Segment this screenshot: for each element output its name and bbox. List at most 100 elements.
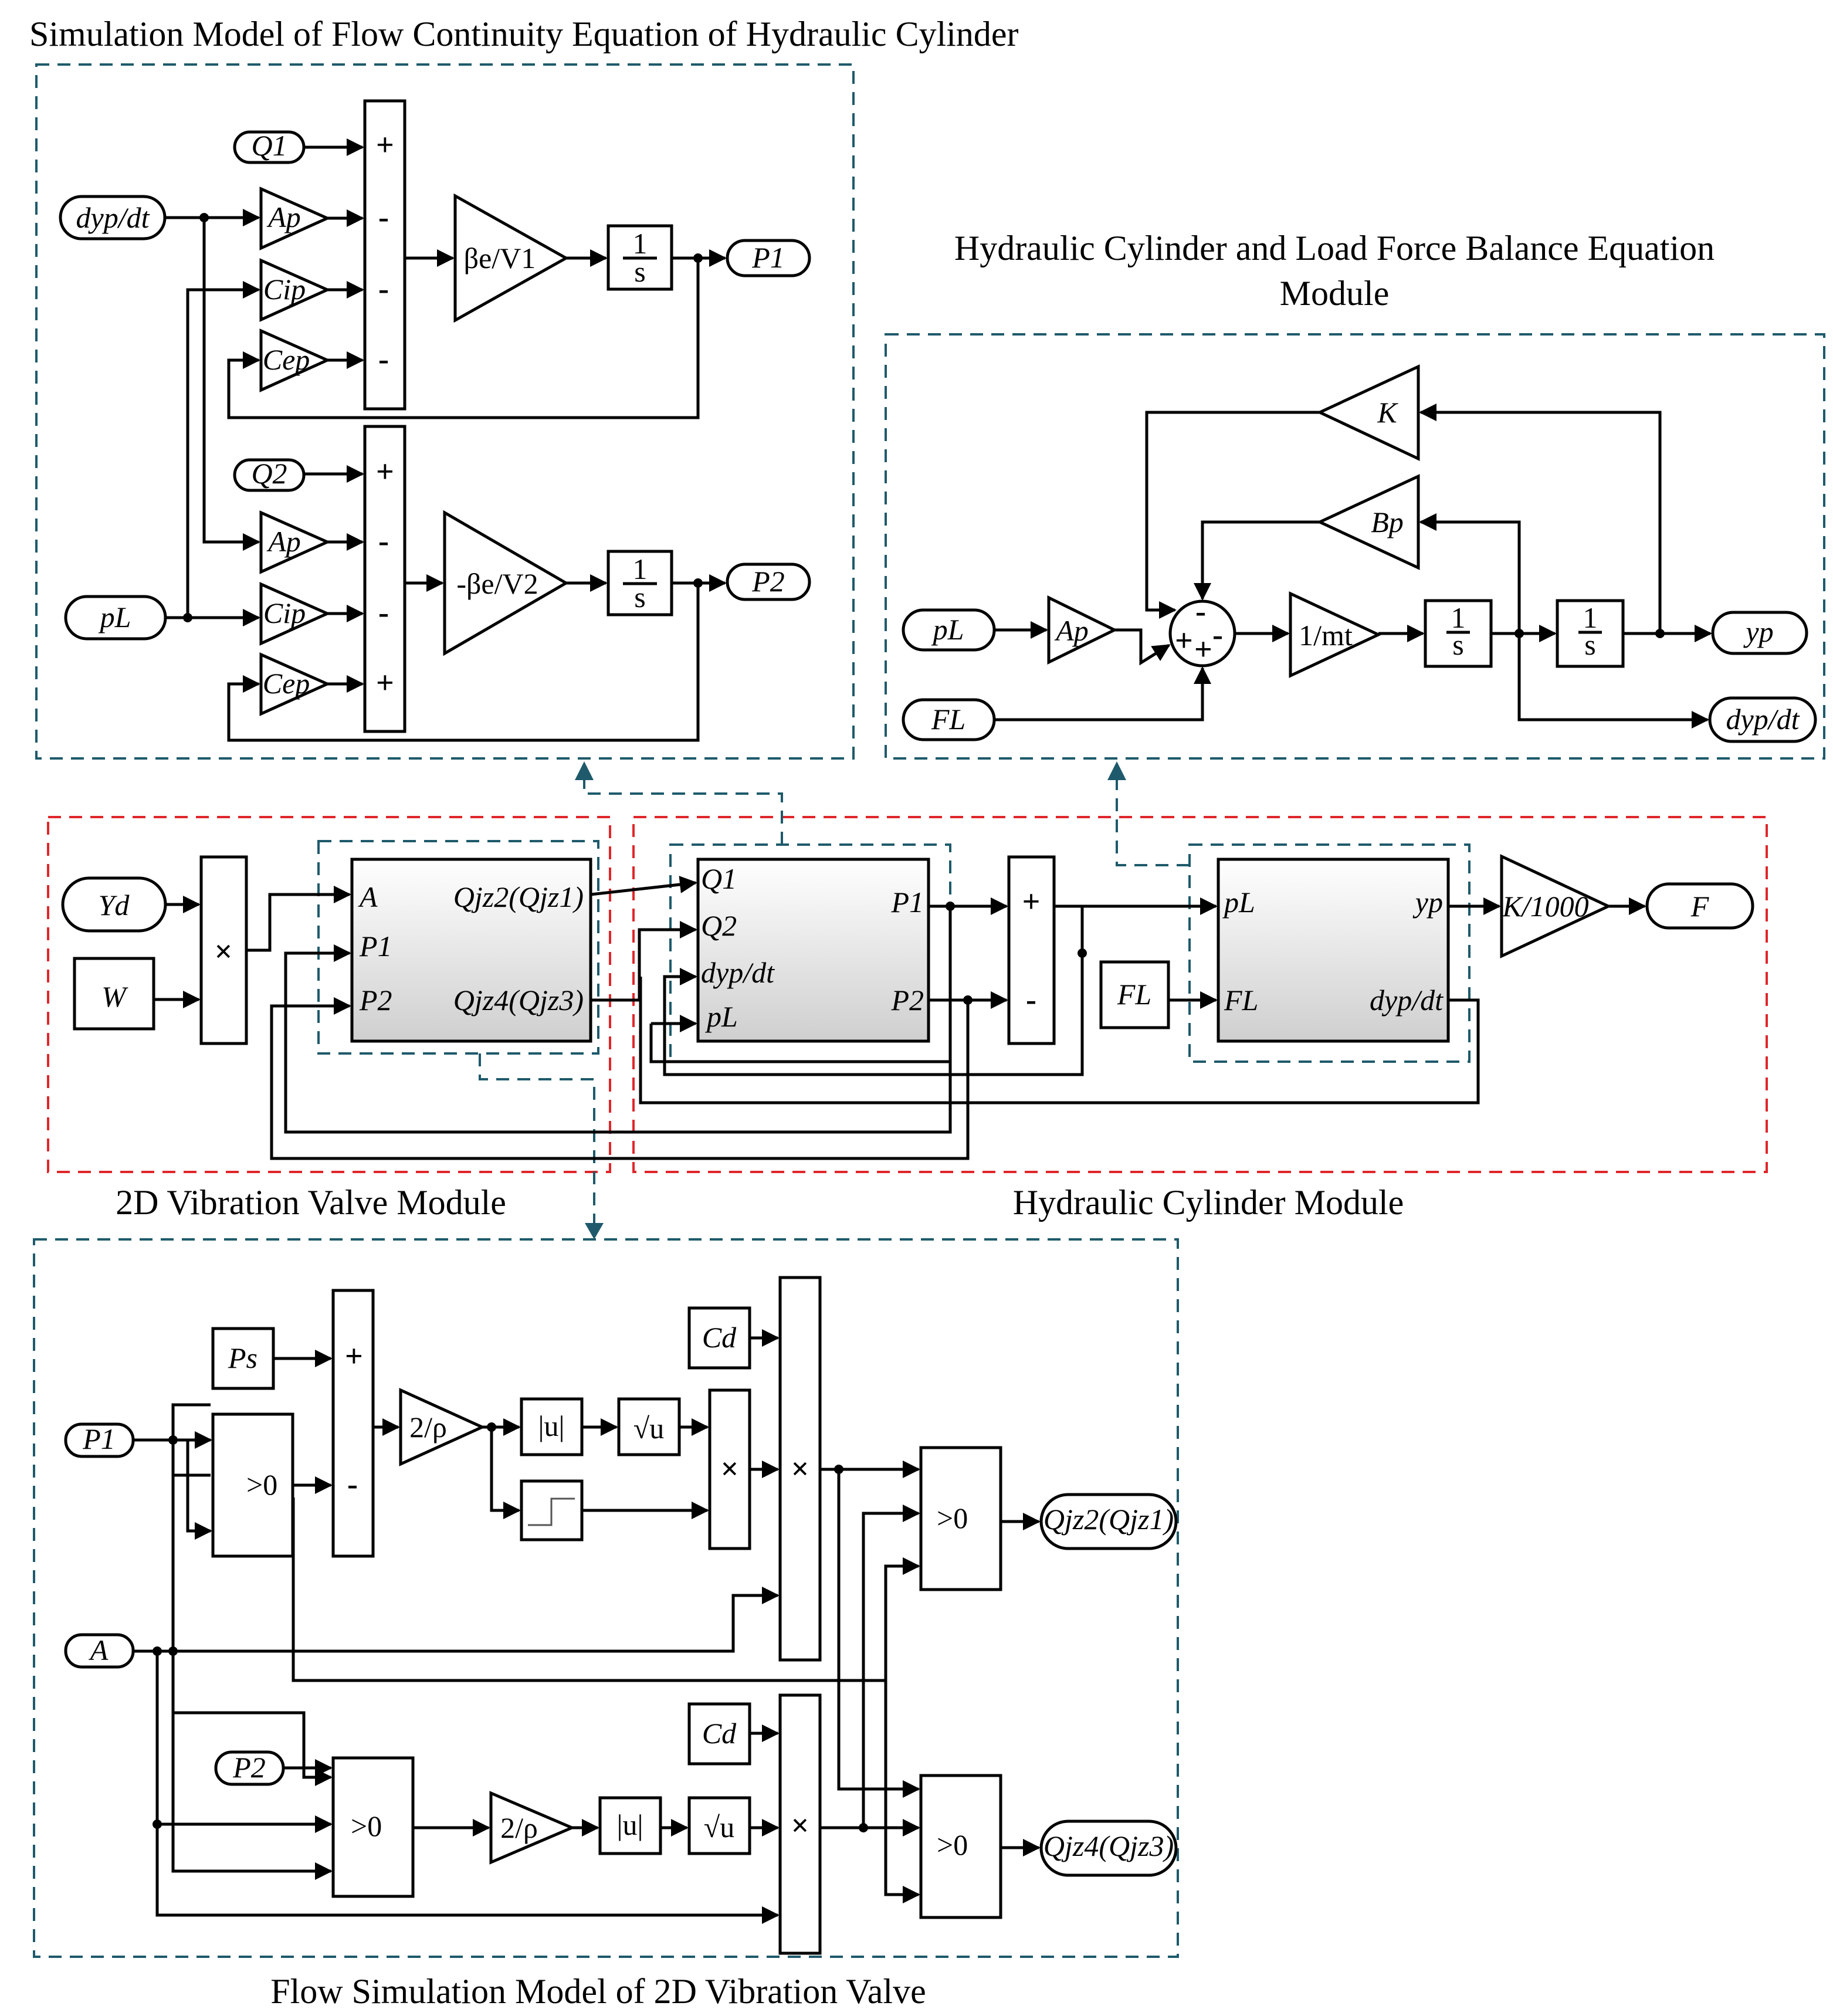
gain-cip-1[interactable] bbox=[259, 258, 331, 322]
abs-1-label: |u| bbox=[538, 1409, 564, 1442]
input-yd-label: Yd bbox=[99, 889, 130, 921]
port-p1-in-label: P1 bbox=[82, 1422, 116, 1455]
gain-inv-mt[interactable] bbox=[1289, 591, 1382, 678]
valve-module-frame bbox=[47, 816, 611, 1173]
const-cd-1-label: Cd bbox=[702, 1321, 737, 1354]
product-2[interactable] bbox=[778, 1276, 822, 1662]
switch-2[interactable] bbox=[919, 1446, 1002, 1591]
switch-3-threshold: >0 bbox=[351, 1810, 382, 1842]
sum-force-minus-top: - bbox=[1195, 594, 1206, 629]
port-qjz4-out-label: Qjz4(Qjz3) bbox=[1043, 1829, 1174, 1862]
cyl-port-pl: pL bbox=[705, 1000, 738, 1033]
sum-ps[interactable] bbox=[331, 1289, 375, 1558]
sum-2[interactable] bbox=[363, 425, 406, 733]
sum-p1-p2-minus: - bbox=[1026, 982, 1036, 1017]
sum-p1-p2[interactable] bbox=[1007, 855, 1056, 1045]
integrator-1-den: s bbox=[634, 255, 645, 288]
port-q2-label: Q2 bbox=[251, 457, 287, 490]
cyl-port-p1: P1 bbox=[890, 886, 924, 919]
gain-2rho-2[interactable] bbox=[489, 1791, 576, 1865]
sum-force-minus-right: - bbox=[1212, 617, 1223, 652]
sum-p1-p2-plus: + bbox=[1022, 884, 1041, 919]
sum-1-minus-2: - bbox=[378, 271, 389, 306]
port-dyp-dt-out-label: dyp/dt bbox=[1726, 703, 1800, 736]
gain-beta-v2[interactable] bbox=[443, 510, 569, 656]
force-port-yp: yp bbox=[1412, 886, 1443, 919]
sum-2-plus-1: + bbox=[376, 454, 394, 489]
gain-cep-2-label: Cep bbox=[263, 667, 310, 700]
const-cd-1[interactable] bbox=[687, 1306, 751, 1370]
valve-subsystem-frame bbox=[317, 840, 599, 1055]
product-yd-w[interactable] bbox=[199, 855, 248, 1045]
gain-cep-2[interactable] bbox=[259, 652, 331, 716]
port-qjz4-out[interactable] bbox=[1039, 1820, 1178, 1877]
const-cd-2-label: Cd bbox=[702, 1717, 737, 1750]
force-port-dyp: dyp/dt bbox=[1370, 984, 1444, 1017]
gain-2rho-1[interactable] bbox=[399, 1388, 486, 1466]
const-cd-2[interactable] bbox=[687, 1702, 751, 1766]
integrator-f1-den: s bbox=[1452, 628, 1463, 661]
gain-bp[interactable] bbox=[1316, 474, 1420, 570]
valve-subsystem[interactable] bbox=[350, 858, 592, 1043]
gain-cip-2[interactable] bbox=[259, 582, 331, 646]
product-2-sign: × bbox=[791, 1451, 809, 1486]
cyl-port-p2: P2 bbox=[890, 984, 924, 1017]
gain-cep-1[interactable] bbox=[259, 328, 331, 392]
port-yp-out-label: yp bbox=[1743, 615, 1773, 648]
input-w[interactable] bbox=[73, 957, 155, 1031]
switch-2-threshold: >0 bbox=[937, 1502, 968, 1534]
product-1-sign: × bbox=[721, 1451, 739, 1486]
sqrt-1[interactable] bbox=[617, 1397, 681, 1456]
const-fl[interactable] bbox=[1099, 960, 1170, 1029]
force-subsystem[interactable] bbox=[1217, 858, 1450, 1043]
link-force-to-balance bbox=[1116, 764, 1190, 866]
gain-ap-1[interactable] bbox=[259, 187, 331, 250]
const-fl-label: FL bbox=[1117, 978, 1151, 1011]
port-q1-label: Q1 bbox=[251, 129, 287, 162]
gain-ap-force[interactable] bbox=[1047, 595, 1118, 665]
gain-2rho-1-label: 2/ρ bbox=[409, 1411, 447, 1444]
force-balance-model: K Bp pL Ap - - + + 1/mt 1 s 1 s yp FL dy… bbox=[902, 364, 1817, 743]
port-fl-in-label: FL bbox=[931, 703, 965, 736]
cyl-port-dyp: dyp/dt bbox=[701, 956, 775, 989]
port-dyp-dt-out[interactable] bbox=[1708, 696, 1817, 743]
flow-continuity-title: Simulation Model of Flow Continuity Equa… bbox=[29, 15, 1019, 53]
port-yp-out[interactable] bbox=[1711, 611, 1808, 655]
port-p2-out-label: P2 bbox=[751, 565, 785, 598]
sqrt-2[interactable] bbox=[687, 1796, 751, 1855]
abs-2[interactable] bbox=[598, 1796, 662, 1855]
sign-block-icon bbox=[528, 1497, 575, 1526]
sum-2-minus-2: - bbox=[378, 595, 389, 630]
valve-flow-frame bbox=[33, 1238, 1179, 1958]
const-ps[interactable] bbox=[211, 1327, 275, 1390]
flow-model-frame bbox=[35, 63, 855, 760]
link-force-arrow bbox=[1107, 761, 1126, 780]
valve-port-p1: P1 bbox=[359, 930, 392, 963]
valve-module-title: 2D Vibration Valve Module bbox=[116, 1183, 506, 1222]
gain-k[interactable] bbox=[1316, 364, 1420, 461]
gain-cip-1-label: Cip bbox=[263, 273, 306, 306]
valve-port-p2: P2 bbox=[359, 984, 392, 1017]
output-f-label: F bbox=[1690, 890, 1709, 923]
valve-port-qjz2: Qjz2(Qjz1) bbox=[453, 880, 584, 913]
abs-1[interactable] bbox=[520, 1397, 584, 1456]
port-qjz2-out[interactable] bbox=[1039, 1493, 1178, 1550]
gain-cip-2-label: Cip bbox=[263, 597, 306, 629]
port-p1-out[interactable] bbox=[726, 239, 811, 277]
gain-beta-v1[interactable] bbox=[453, 193, 570, 323]
cylinder-subsystem[interactable] bbox=[696, 858, 930, 1043]
gain-ap-2[interactable] bbox=[259, 510, 331, 574]
product-3-sign: × bbox=[791, 1808, 809, 1843]
force-balance-title-1: Hydraulic Cylinder and Load Force Balanc… bbox=[954, 229, 1715, 267]
sum-1[interactable] bbox=[363, 99, 406, 411]
output-f[interactable] bbox=[1645, 882, 1754, 930]
switch-4-threshold: >0 bbox=[937, 1828, 968, 1861]
force-model-frame bbox=[885, 333, 1825, 760]
product-3[interactable] bbox=[778, 1693, 822, 1955]
valve-port-a: A bbox=[358, 880, 378, 913]
port-p2-out[interactable] bbox=[726, 563, 811, 601]
integrator-1-num: 1 bbox=[633, 227, 648, 260]
flow-continuity-model: Q1 dyp/dt Q2 pL Ap Cip Cep + - - - βe/V1… bbox=[59, 99, 811, 742]
gain-k1000[interactable] bbox=[1500, 854, 1612, 958]
integrator-f2-num: 1 bbox=[1583, 601, 1598, 634]
